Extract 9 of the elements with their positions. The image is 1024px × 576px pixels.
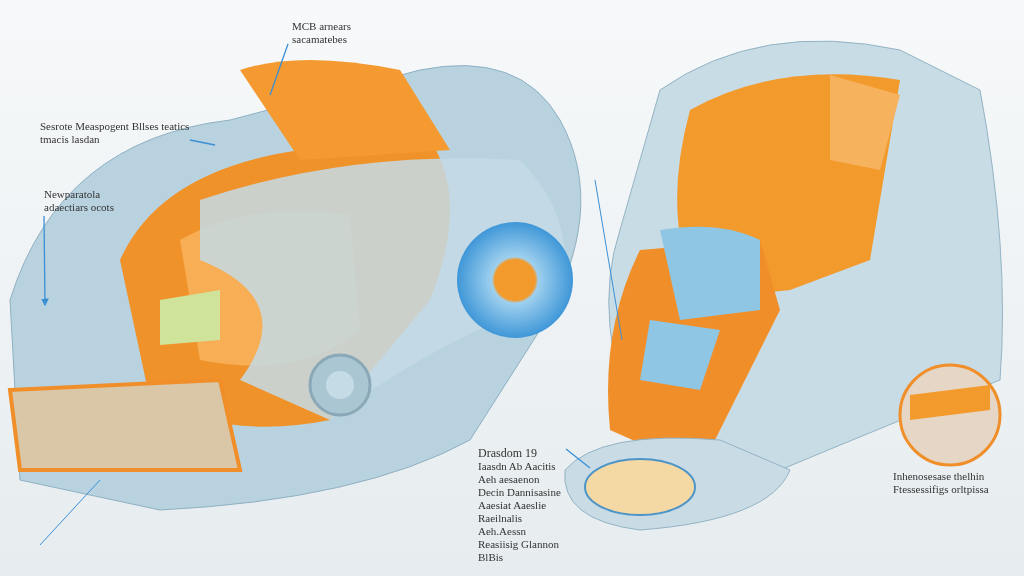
callout-text: Iaasdn Ab Aacitis Aeh aesaenon Decin Dannisasine Aaesiat Aaeslie Raeilnalis Aeh.Aessn Reasiisig Glannon BlBis [478,460,562,564]
callout-text: Newparatola adaectiars ocots [44,188,115,214]
callout-text: MCB arnears sacamatebes [292,20,352,46]
leader-line [565,448,591,469]
leader-line [269,43,289,96]
callout-text: Inhenosesase thelhin Ftessessifigs orltpissa [893,470,990,496]
callout-heading: Drasdom 19 [478,447,538,460]
leader-line [189,139,216,146]
callout-text: Sesrote Measpogent Bllses teatics tmacis lasdan [40,120,190,146]
